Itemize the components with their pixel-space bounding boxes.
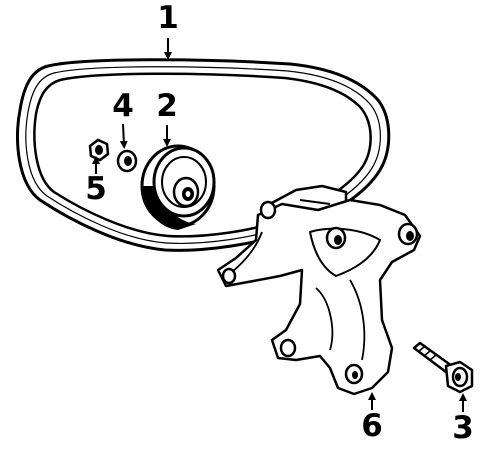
leader-lines [92,38,467,412]
mounting-bracket [216,184,422,396]
washer [116,149,138,173]
callout-5: 5 [85,171,107,207]
callout-2: 2 [156,88,178,124]
callout-3: 3 [452,410,474,446]
leader-4 [119,123,128,149]
callout-4: 4 [112,88,134,124]
callout-6: 6 [361,408,383,444]
callout-1: 1 [157,0,179,36]
nut [88,138,110,162]
idler-pulley [140,144,216,230]
bolt [412,341,474,394]
